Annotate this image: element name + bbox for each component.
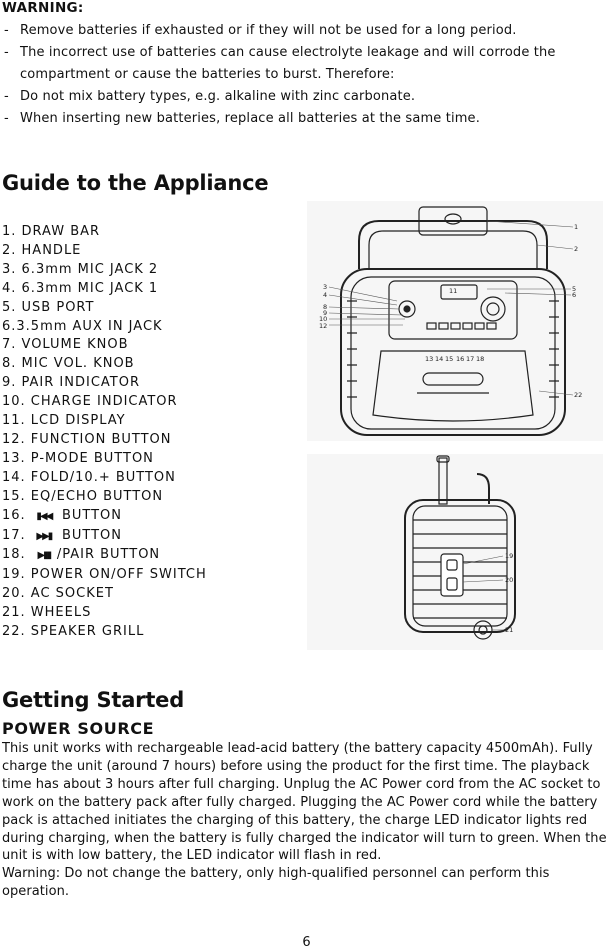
callout-label: 21: [505, 626, 513, 634]
play-pause-icon: ▶▮▮: [37, 550, 52, 562]
power-source-body: This unit works with rechargeable lead-a…: [2, 740, 613, 901]
callout-label: 14: [435, 355, 443, 363]
callout-label: 1: [574, 223, 578, 231]
part-item: 2. HANDLE: [2, 242, 82, 258]
warning-list: Remove batteries if exhausted or if they…: [4, 20, 610, 130]
part-item: 15. EQ/ECHO BUTTON: [2, 488, 164, 504]
parts-list: 1. DRAW BAR 2. HANDLE 3. 6.3mm MIC JACK …: [2, 223, 207, 642]
part-item: 7. VOLUME KNOB: [2, 337, 129, 353]
warning-item: The incorrect use of batteries can cause…: [4, 42, 610, 86]
part-item-17: 17. ▶▶▮ BUTTON: [2, 527, 207, 547]
part-item: 13. P-MODE BUTTON: [2, 450, 154, 466]
part-item: 22. SPEAKER GRILL: [2, 624, 145, 640]
power-source-paragraph: This unit works with rechargeable lead-a…: [2, 741, 607, 864]
part-item: 6.3.5mm AUX IN JACK: [2, 318, 163, 334]
battery-warning: Warning: Do not change the battery, only…: [2, 866, 550, 900]
callout-label: 3: [323, 283, 327, 291]
callout-label: 16: [456, 355, 464, 363]
guide-title: Guide to the Appliance: [2, 171, 269, 195]
previous-track-icon: ▮◀◀: [36, 510, 53, 522]
part-item: 1. DRAW BAR: [2, 224, 101, 239]
part-item: 21. WHEELS: [2, 605, 92, 621]
part-item: 12. FUNCTION BUTTON: [2, 431, 172, 447]
part-item: 14. FOLD/10.+ BUTTON: [2, 469, 176, 485]
speaker-side-illustration: 19 20 21: [307, 454, 603, 650]
part-item: 10. CHARGE INDICATOR: [2, 394, 178, 410]
part-item: 3. 6.3mm MIC JACK 2: [2, 261, 159, 277]
callout-label: 18: [476, 355, 484, 363]
part-item: 20. AC SOCKET: [2, 586, 114, 602]
callout-label: 19: [505, 552, 513, 560]
callout-label: 17: [466, 355, 474, 363]
part-item: 9. PAIR INDICATOR: [2, 375, 141, 391]
callout-label: 5: [572, 285, 576, 293]
part-item: 5. USB PORT: [2, 299, 95, 315]
warning-item: When inserting new batteries, replace al…: [4, 108, 610, 130]
callout-label: 9: [323, 309, 327, 317]
callout-label: 10: [319, 315, 327, 323]
page-number: 6: [302, 935, 311, 950]
callout-label: 15: [445, 355, 453, 363]
next-track-icon: ▶▶▮: [36, 530, 53, 542]
getting-started-title: Getting Started: [2, 688, 185, 712]
callout-label: 4: [323, 291, 327, 299]
callout-label: 6: [572, 291, 576, 299]
callout-label: 12: [319, 322, 327, 330]
callout-label: 20: [505, 576, 513, 584]
warning-item: Remove batteries if exhausted or if they…: [4, 20, 610, 42]
part-item: 11. LCD DISPLAY: [2, 413, 126, 429]
part-item: 4. 6.3mm MIC JACK 1: [2, 280, 159, 296]
callout-label: 13: [425, 355, 433, 363]
power-source-title: POWER SOURCE: [2, 719, 155, 738]
warning-title: WARNING:: [2, 0, 84, 16]
callout-label: 2: [574, 245, 578, 253]
part-item: 19. POWER ON/OFF SWITCH: [2, 567, 207, 583]
callout-label: 8: [323, 303, 327, 311]
callout-label: 22: [574, 391, 582, 399]
warning-item: Do not mix battery types, e.g. alkaline …: [4, 86, 610, 108]
speaker-front-illustration: 1 2 3 4 5 6 8 9 10 11 12 13 14 15 16 17 …: [307, 201, 603, 441]
callout-label: 11: [449, 287, 457, 295]
part-item-16: 16. ▮◀◀ BUTTON: [2, 507, 207, 527]
part-item-18: 18. ▶▮▮/PAIR BUTTON: [2, 546, 207, 566]
part-item: 8. MIC VOL. KNOB: [2, 356, 135, 372]
